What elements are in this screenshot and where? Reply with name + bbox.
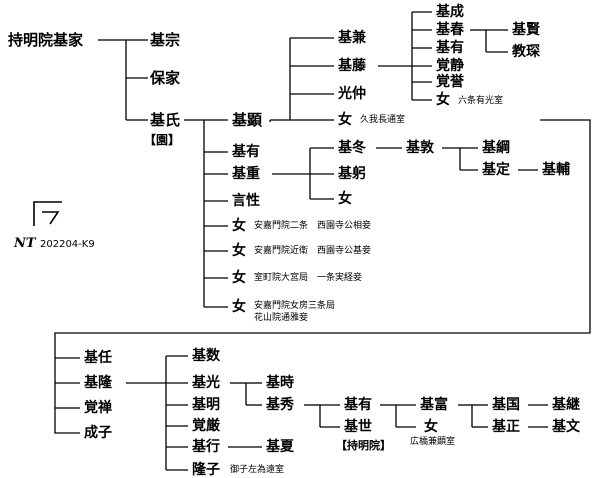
person-motokuni: 基国 (492, 397, 520, 413)
person-motofumi: 基文 (552, 419, 580, 435)
note-daughter-b: 安嘉門院近衛 西園寺公基妾 (254, 246, 372, 256)
person-mototaka: 基隆 (84, 375, 112, 391)
person-kakusei: 覚静 (436, 58, 464, 74)
person-mototsuna: 基綱 (482, 140, 510, 156)
person-daughter-a: 女 (232, 218, 246, 234)
person-motoyo: 基世 (344, 419, 372, 435)
person-motonari: 基成 (436, 4, 464, 20)
note-motoyo: 【持明院】 (336, 439, 391, 452)
person-kakuyo: 覚誉 (436, 74, 464, 90)
person-motoaki: 基顕 (232, 111, 263, 129)
note-daughter-d-2: 花山院通雅妾 (254, 313, 309, 323)
person-daughter-h: 女 (424, 419, 438, 435)
person-yasuie: 保家 (150, 69, 181, 87)
person-koujin: 光仲 (338, 86, 366, 102)
person-motonin: 基任 (84, 350, 112, 366)
person-mototada: 基兼 (338, 30, 366, 46)
person-motoari1: 基有 (232, 144, 260, 160)
person-daughter-e: 女 (338, 112, 352, 128)
person-motoakira: 基明 (192, 397, 220, 413)
person-motohide: 基秀 (266, 397, 294, 413)
person-motokata: 基賢 (512, 22, 540, 38)
person-motokazu: 基数 (192, 348, 220, 364)
person-motoharu: 基春 (436, 22, 464, 38)
person-daughter-b: 女 (232, 243, 246, 259)
person-seishi: 成子 (84, 425, 112, 441)
person-kakugon: 覚厳 (192, 418, 220, 434)
person-motomasa: 基正 (492, 419, 520, 435)
note-daughter-h: 広橋兼顕室 (410, 437, 456, 447)
person-motoyuki: 基行 (192, 439, 220, 455)
person-motomi: 基躬 (338, 166, 366, 182)
person-motonatsu: 基夏 (266, 439, 294, 455)
signature-initials: NT (14, 236, 36, 251)
signature-code: 202204-K9 (40, 239, 95, 250)
person-daughter-c: 女 (232, 270, 246, 286)
person-mototsugu: 基継 (552, 397, 580, 413)
person-motofuyu: 基冬 (338, 140, 366, 156)
person-motoari2: 基有 (436, 40, 464, 56)
note-takako: 御子左為遠室 (230, 465, 285, 475)
person-mototoki: 基時 (266, 375, 294, 391)
person-mototomi: 基富 (420, 397, 448, 413)
note-daughter-e: 久我長通室 (360, 115, 406, 125)
person-motoari3: 基有 (344, 397, 372, 413)
person-takako: 隆子 (192, 462, 220, 478)
person-gonsei: 言性 (232, 193, 260, 209)
note-motouji: 【園】 (144, 133, 181, 147)
note-daughter-c: 室町院大宮局 一条実経妾 (254, 273, 363, 283)
person-motofuji: 基藤 (338, 58, 366, 74)
note-daughter-d-1: 安嘉門院女房三条局 (254, 301, 336, 311)
person-motomune: 基宗 (150, 31, 181, 49)
note-daughter-f: 六条有光室 (458, 96, 504, 106)
person-motomitsu: 基光 (192, 375, 220, 391)
signature-mark (33, 201, 62, 226)
person-root: 持明院基家 (8, 31, 84, 49)
person-kakuzen: 覚禅 (84, 400, 112, 416)
person-motoatsu: 基敦 (406, 140, 434, 156)
person-motoshige: 基重 (232, 166, 260, 182)
person-motosada: 基定 (482, 162, 510, 178)
person-daughter-f: 女 (436, 92, 450, 108)
person-daughter-g: 女 (338, 191, 352, 207)
note-daughter-a: 安嘉門院二条 西園寺公相妾 (254, 221, 372, 231)
person-motouji: 基氏 (150, 111, 181, 129)
person-daughter-d: 女 (232, 299, 246, 315)
person-kyoshin: 教琛 (512, 44, 540, 60)
person-motosuke: 基輔 (542, 162, 570, 178)
